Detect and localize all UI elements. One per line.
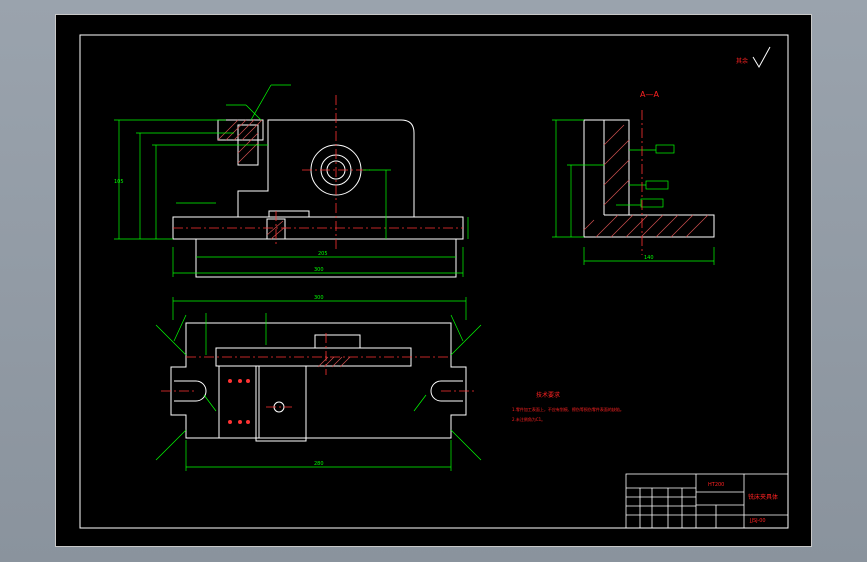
inner-frame: [79, 34, 789, 529]
front-height-dim: 105: [114, 179, 124, 185]
surface-finish-symbol: [752, 46, 771, 69]
title-code: JJSJ-00: [749, 518, 766, 524]
plan-notch: [314, 334, 361, 349]
plan-bolt-pitch-dim: 280: [314, 461, 324, 467]
front-dimensions: [114, 84, 469, 277]
tech-req-heading: 技术要求: [536, 391, 560, 399]
front-body: [237, 119, 415, 217]
plan-fixture-inner: [218, 365, 260, 439]
front-cutout: [268, 210, 310, 218]
section-dimensions: [552, 119, 715, 265]
title-block: [625, 473, 789, 529]
plan-outline: [170, 322, 467, 439]
plan-fixture-block: [255, 365, 307, 442]
plan-u-slot-right: [430, 380, 463, 402]
section-hatching: [583, 124, 709, 238]
plan-view: [170, 322, 467, 442]
section-view: [583, 119, 715, 238]
drawing-sheet: 300 205 105: [55, 14, 812, 547]
plan-centerlines: [161, 333, 476, 408]
plan-u-slot-left: [174, 380, 207, 402]
surface-finish-label: 其余: [736, 57, 748, 65]
front-base-width-dim: 205: [318, 251, 328, 257]
section-label: A—A: [640, 90, 659, 99]
plan-hatch: [317, 356, 351, 368]
front-overall-width-dim: 300: [314, 267, 324, 273]
plan-holes: [228, 379, 250, 424]
front-base-foot: [195, 239, 457, 278]
tech-req-item-1: 1.零件加工表面上，不应有划痕、擦伤等损伤零件表面的缺陷。: [512, 406, 624, 412]
front-hatching: [217, 119, 286, 240]
title-drawing-name: 铣床夹具体: [748, 493, 778, 501]
cad-drawing: 300 205 105: [79, 34, 789, 529]
title-material: HT200: [708, 482, 724, 488]
front-hatch-block: [217, 119, 264, 141]
plan-dimensions: [155, 297, 482, 471]
tech-req-item-2: 2.未注倒角为C1。: [512, 416, 545, 422]
plan-length-dim: 300: [314, 295, 324, 301]
front-centerlines: [173, 95, 463, 251]
section-base-width-dim: 140: [644, 255, 654, 261]
